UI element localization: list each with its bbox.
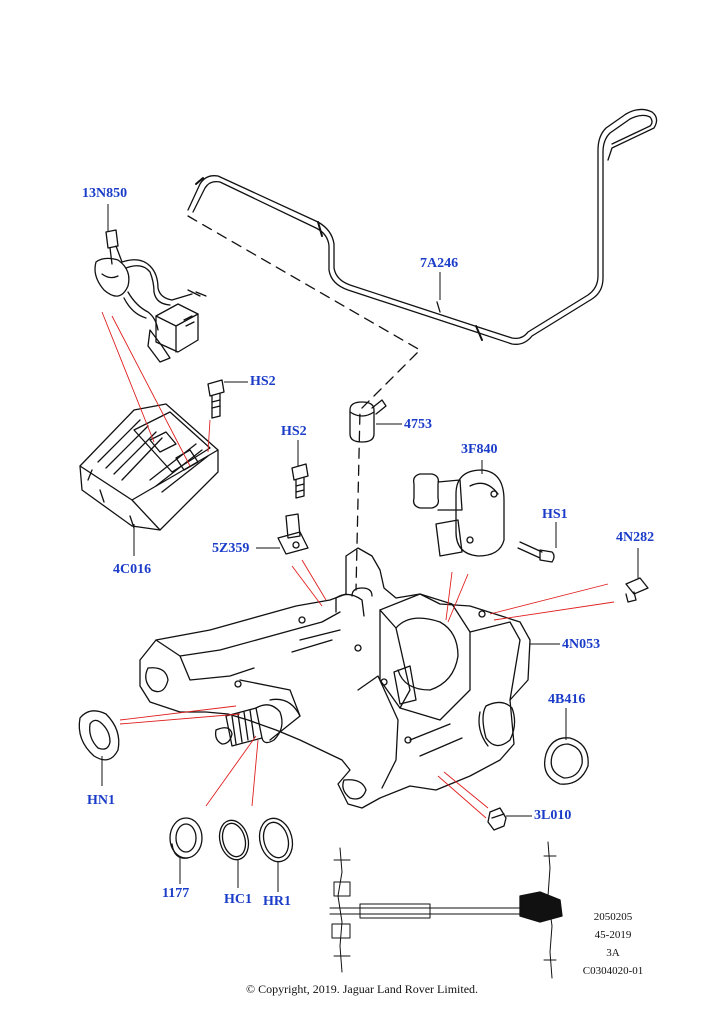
label-4753: 4753	[404, 417, 432, 432]
illustration-reference: 2050205 45-2019 3A C0304020-01	[558, 908, 668, 980]
control-module-4C016	[79, 403, 219, 531]
transfer-housing-4N053	[139, 547, 531, 809]
vent-pipe-route-dashed	[187, 215, 421, 591]
locator-highlight-unit	[519, 891, 563, 923]
oring-HR1	[258, 817, 294, 863]
label-4C016: 4C016	[113, 562, 152, 577]
seal-4B416	[543, 737, 589, 785]
circlip-HC1	[218, 819, 250, 861]
plug-4N282	[625, 577, 649, 603]
label-4B416: 4B416	[548, 692, 586, 707]
bolt-HS1	[517, 541, 555, 563]
output-shaft	[214, 704, 283, 747]
sensor-5Z359	[277, 513, 309, 555]
label-HR1: HR1	[263, 894, 291, 909]
seal-HN1	[78, 710, 120, 761]
label-HS2-upper: HS2	[250, 374, 276, 389]
actuator-3F840	[412, 469, 505, 557]
label-1177: 1177	[162, 886, 190, 901]
label-HS2-lower: HS2	[281, 424, 307, 439]
label-3F840: 3F840	[461, 442, 498, 457]
label-HC1: HC1	[224, 892, 252, 907]
label-connectors	[101, 204, 639, 892]
ref-line-3: 3A	[606, 947, 620, 959]
seal-1177	[169, 817, 203, 859]
label-HN1: HN1	[87, 793, 115, 808]
label-5Z359: 5Z359	[212, 541, 250, 556]
plug-3L010	[487, 807, 507, 831]
ref-line-1: 2050205	[593, 911, 633, 923]
vent-pipe-7A246	[187, 108, 658, 345]
label-3L010: 3L010	[534, 808, 572, 823]
label-13N850: 13N850	[82, 186, 128, 201]
label-4N053: 4N053	[562, 637, 601, 652]
bolt-HS2-upper	[207, 379, 225, 419]
label-4N282: 4N282	[616, 530, 655, 545]
wiring-harness-13N850	[94, 229, 207, 363]
ref-line-2: 45-2019	[594, 929, 632, 941]
ref-line-4: C0304020-01	[582, 965, 644, 977]
label-7A246: 7A246	[420, 256, 459, 271]
leader-lines	[101, 311, 615, 819]
bolt-HS2-lower	[291, 463, 309, 499]
label-HS1: HS1	[542, 507, 568, 522]
breather-4753	[349, 399, 387, 443]
copyright-notice: © Copyright, 2019. Jaguar Land Rover Lim…	[245, 982, 479, 996]
